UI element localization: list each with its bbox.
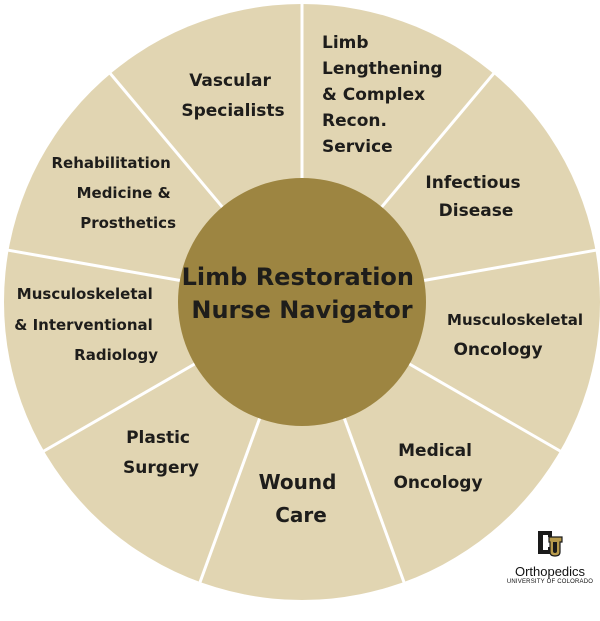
center-circle	[178, 178, 426, 426]
brand-subtitle: UNIVERSITY OF COLORADO	[506, 579, 594, 585]
segment-divider-line	[7, 248, 185, 283]
orthopedics-brand: Orthopedics UNIVERSITY OF COLORADO	[504, 528, 596, 585]
brand-name: Orthopedics	[514, 564, 586, 579]
segment-medical-oncology: Medical Oncology	[393, 441, 482, 493]
center-title-line-1: Limb Restoration	[182, 263, 414, 291]
segment-divider-line	[108, 71, 227, 212]
segment-divider-line	[42, 360, 199, 453]
segment-divider-line	[377, 71, 496, 212]
segment-wound-care: Wound Care	[259, 470, 344, 527]
segment-vascular-specialists: Vascular Specialists	[181, 71, 284, 121]
segment-plastic-surgery: Plastic Surgery	[123, 428, 199, 478]
cu-logo-icon	[538, 531, 563, 557]
segment-infectious-disease: Infectious Disease	[425, 173, 526, 221]
segment-limb-lengthening: Limb Lengthening & Complex Recon. Servic…	[322, 33, 449, 157]
segment-musculoskeletal-oncology: Musculoskeletal Oncology	[447, 310, 589, 360]
center-title-line-2: Nurse Navigator	[191, 296, 412, 324]
segment-msk-interventional-radiology: Musculoskeletal & Interventional Radiolo…	[14, 285, 158, 364]
center-title: Limb Restoration Nurse Navigator	[182, 263, 423, 324]
segment-rehabilitation-medicine: Rehabilitation Medicine & Prosthetics	[51, 154, 176, 232]
segment-divider-line	[405, 360, 562, 453]
segment-dividers	[7, 3, 597, 584]
segment-divider-line	[198, 414, 263, 584]
segment-divider-line	[341, 414, 406, 584]
segment-divider-line	[419, 248, 597, 283]
